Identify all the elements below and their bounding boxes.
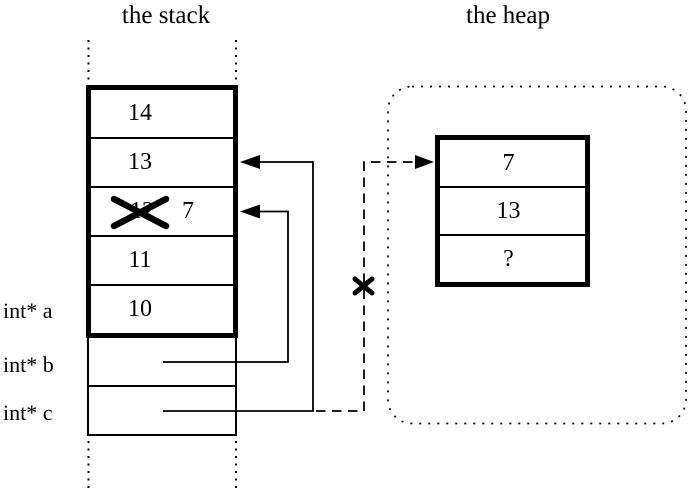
stack-cell-11-value: 11 xyxy=(128,247,152,273)
var-b-slot xyxy=(89,338,235,387)
heap-cell-7: 7 xyxy=(440,140,585,188)
stack-frame-box: 14 13 12 7 11 10 xyxy=(86,85,238,338)
heap-cell-13: 13 xyxy=(440,188,585,236)
stack-cell-14: 14 xyxy=(91,90,233,139)
label-int-b: int* b xyxy=(3,352,54,377)
label-int-a: int* a xyxy=(3,298,53,323)
stack-cell-overwritten: 12 7 xyxy=(91,188,233,237)
stack-cell-new-value: 7 xyxy=(182,198,194,224)
stack-title: the stack xyxy=(121,2,211,29)
heap-cell-unknown-value: ? xyxy=(503,245,514,272)
dangling-pointer-x-icon xyxy=(352,276,375,296)
stack-cell-11: 11 xyxy=(91,237,233,286)
dangling-pointer-dashed-arrow xyxy=(316,155,434,412)
stack-cell-14-value: 14 xyxy=(128,100,152,126)
heap-cell-7-value: 7 xyxy=(502,149,515,176)
heap-cell-13-value: 13 xyxy=(496,197,521,224)
stack-cell-13: 13 xyxy=(91,139,233,188)
stack-cell-10: 10 xyxy=(91,286,233,333)
heap-title: the heap xyxy=(466,2,550,29)
stack-cell-13-value: 13 xyxy=(128,149,152,175)
pointer-variable-rows xyxy=(87,338,237,436)
label-int-c: int* c xyxy=(3,400,53,425)
heap-block-box: 7 13 ? xyxy=(435,135,590,287)
var-c-slot xyxy=(89,387,235,434)
stack-cell-old-value: 12 xyxy=(130,198,154,224)
stack-cell-10-value: 10 xyxy=(128,296,152,322)
heap-cell-unknown: ? xyxy=(440,236,585,282)
